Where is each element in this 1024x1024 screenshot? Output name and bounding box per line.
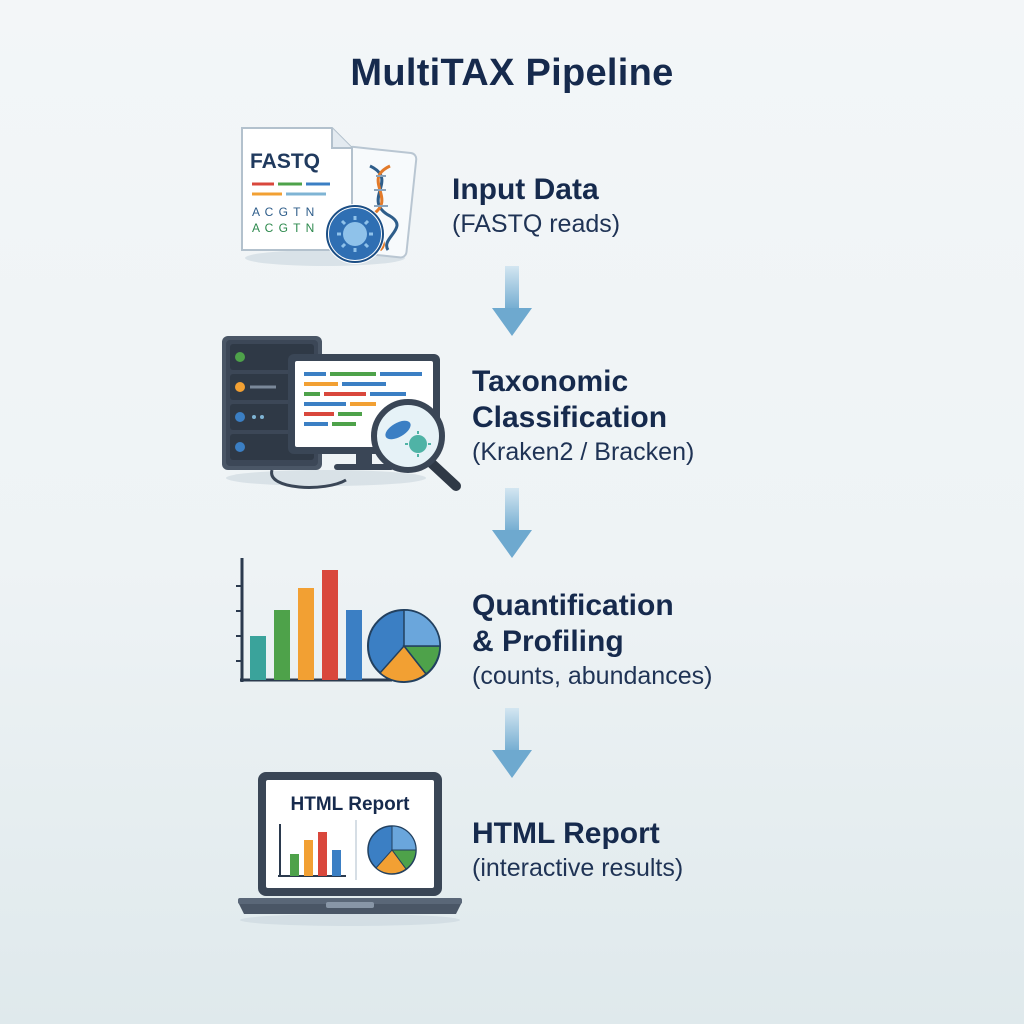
step-quantification-profiling: Quantification & Profiling (counts, abun… <box>472 588 712 692</box>
down-arrow-icon <box>492 488 532 558</box>
step-heading: Classification <box>472 401 668 434</box>
step-subtitle: (counts, abundances) <box>472 662 713 690</box>
sequence-line: A C G T N <box>252 205 315 219</box>
down-arrow-icon <box>492 708 532 778</box>
step-html-report: HTML Report (interactive results) <box>472 816 683 884</box>
step-taxonomic-classification: Taxonomic Classification (Kraken2 / Brac… <box>472 364 694 468</box>
step-heading: Taxonomic <box>472 365 629 398</box>
step-subtitle: (interactive results) <box>472 854 684 882</box>
step-subtitle: (FASTQ reads) <box>452 210 621 238</box>
server-monitor-magnifier-icon <box>222 336 461 491</box>
fastq-file-icon: FASTQ A C G T N A C G T N <box>241 127 418 266</box>
step-heading: Input Data <box>452 173 599 206</box>
step-heading: Quantification <box>472 589 674 622</box>
step-heading: HTML Report <box>472 817 660 850</box>
fastq-file-label: FASTQ <box>250 150 320 173</box>
laptop-report-icon: HTML Report <box>238 772 462 926</box>
step-heading: & Profiling <box>472 625 624 658</box>
step-input-data: Input Data (FASTQ reads) <box>452 172 620 240</box>
step-subtitle: (Kraken2 / Bracken) <box>472 438 695 466</box>
sequence-line: A C G T N <box>252 221 315 235</box>
page-title: MultiTAX Pipeline <box>350 52 674 94</box>
down-arrow-icon <box>492 266 532 336</box>
report-screen-title: HTML Report <box>291 794 411 815</box>
bar-pie-chart-icon <box>236 558 441 683</box>
